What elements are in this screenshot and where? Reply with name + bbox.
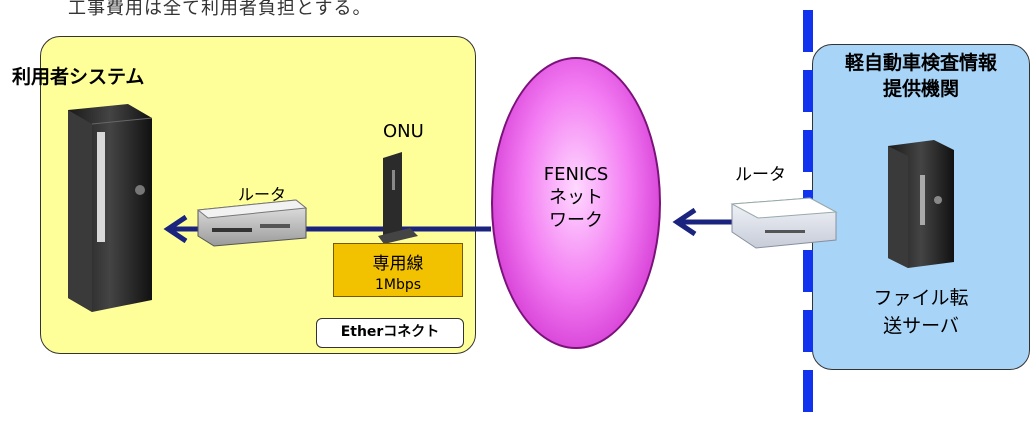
user-router-label: ルータ [238, 185, 287, 204]
server-label-line1: ファイル転 [873, 287, 969, 309]
header-note: 工事費用は全て利用者負担とする。 [68, 0, 372, 19]
onu-label: ONU [383, 121, 424, 142]
onu-device-icon [378, 152, 418, 244]
fenics-network-ellipse [491, 57, 661, 349]
provider-title-line2: 提供機関 [882, 78, 959, 100]
provider-router-label: ルータ [735, 165, 786, 185]
network-label-line3: ワーク [549, 210, 603, 231]
network-label-line1: FENICS [543, 164, 609, 185]
provider-server-icon [888, 140, 954, 268]
fenics-network-label: FENICS ネット ワーク [491, 163, 661, 232]
leased-line-box: 専用線 1Mbps [333, 243, 463, 297]
file-transfer-server-label: ファイル転 送サーバ [812, 284, 1030, 340]
user-server-icon [68, 104, 153, 312]
provider-title: 軽自動車検査情報 提供機関 [812, 50, 1030, 102]
leased-line-speed: 1Mbps [374, 277, 422, 293]
provider-title-line1: 軽自動車検査情報 [844, 52, 997, 74]
user-router-icon [196, 199, 308, 247]
network-label-line2: ネット [549, 187, 603, 208]
leased-line-label: 専用線 [372, 254, 424, 274]
provider-router-icon [730, 197, 838, 249]
server-label-line2: 送サーバ [883, 315, 959, 337]
ether-connect-box: Etherコネクト [316, 318, 464, 348]
user-system-title: 利用者システム [12, 66, 145, 88]
